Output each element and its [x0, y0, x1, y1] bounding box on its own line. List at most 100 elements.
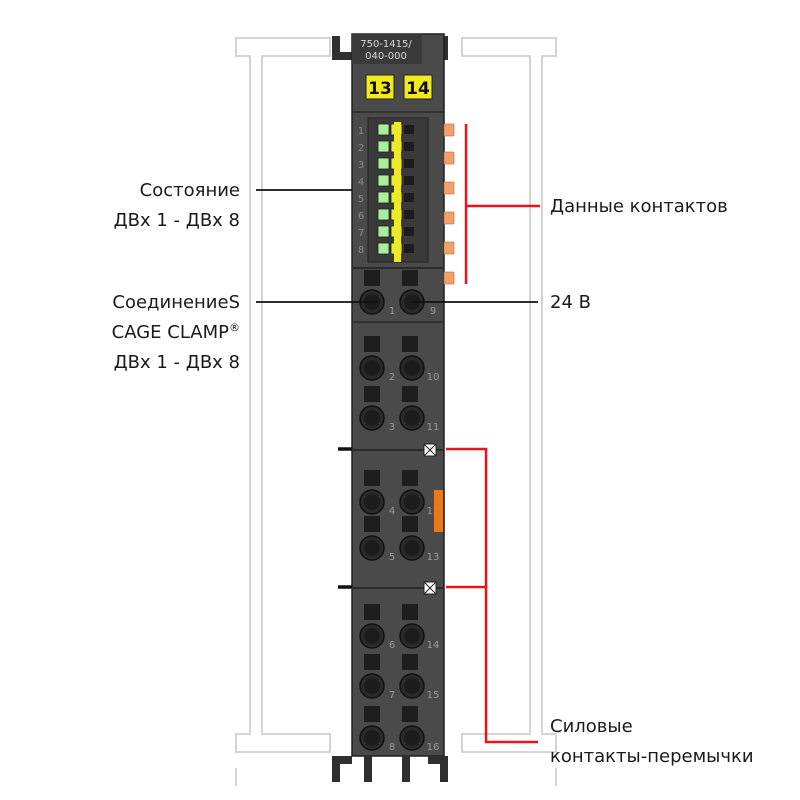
bottom-latch — [332, 756, 448, 782]
data-contact-pad — [443, 151, 455, 165]
part-number-line1: 750-1415/ — [360, 39, 412, 50]
terminal-number-left: 1 — [389, 306, 395, 317]
connection-label-line2: CAGE CLAMP® — [112, 321, 240, 343]
led-green — [377, 191, 390, 204]
clamp-right-hole — [404, 730, 420, 746]
led-slot — [404, 193, 414, 202]
release-slot — [402, 336, 418, 352]
led-slot — [404, 176, 414, 185]
release-slot — [364, 604, 380, 620]
led-slot — [404, 125, 414, 134]
release-slot — [364, 654, 380, 670]
voltage-label: 24 В — [550, 292, 591, 313]
release-slot — [402, 654, 418, 670]
led-slot — [404, 142, 414, 151]
led-slot — [404, 227, 414, 236]
terminal-number-right: 15 — [427, 690, 440, 701]
led-number: 1 — [358, 126, 364, 137]
led-number: 5 — [358, 194, 364, 205]
clamp-left-hole — [364, 628, 380, 644]
status-led-array: 1 2 3 4 5 6 7 8 — [358, 122, 414, 262]
terminal-number-right: 9 — [430, 306, 436, 317]
clamp-left-hole — [364, 730, 380, 746]
release-slot — [402, 270, 418, 286]
jumper-pins-left — [338, 447, 352, 589]
terminal-number-left: 3 — [389, 422, 395, 433]
clamp-right-hole — [404, 410, 420, 426]
marker-tag-right — [403, 74, 433, 100]
data-contact-pad — [443, 123, 455, 137]
led-slot — [404, 244, 414, 253]
terminal-number-left: 6 — [389, 640, 395, 651]
labels: Состояние ДВх 1 - ДВх 8 СоединениеS CAGE… — [112, 180, 754, 767]
terminal-number-right: 11 — [427, 422, 440, 433]
clamp-right-hole — [404, 494, 420, 510]
status-label-line2: ДВх 1 - ДВх 8 — [114, 210, 240, 231]
power-contacts-label-line1: Силовые — [550, 716, 633, 737]
release-slot — [402, 604, 418, 620]
led-number: 8 — [358, 245, 364, 256]
din-rail — [235, 37, 557, 786]
terminal-number-right: 12 — [427, 506, 440, 517]
callout-lines — [256, 124, 540, 744]
data-contacts — [443, 123, 455, 285]
data-contact-pad — [443, 271, 455, 285]
led-number: 3 — [358, 160, 364, 171]
terminal-number-left: 7 — [389, 690, 395, 701]
led-green — [377, 123, 390, 136]
marker-tag-left-label: 13 — [368, 79, 392, 99]
terminal-number-right: 13 — [427, 552, 440, 563]
data-contact-pad — [443, 181, 455, 195]
cage-clamp-text: CAGE CLAMP — [112, 322, 229, 343]
status-label-line1: Состояние — [140, 180, 240, 201]
led-number: 4 — [358, 177, 364, 188]
marker-tag-right-label: 14 — [406, 79, 430, 99]
power-contacts-callout-line — [446, 447, 538, 744]
power-jumper-contact — [434, 490, 443, 532]
release-slot — [364, 336, 380, 352]
clamp-right-hole — [404, 540, 420, 556]
led-number: 2 — [358, 143, 364, 154]
data-contacts-label: Данные контактов — [550, 196, 728, 217]
terminal-number-left: 2 — [389, 372, 395, 383]
marker-tag-left — [365, 74, 395, 100]
terminal-number-right: 10 — [427, 372, 440, 383]
clamp-left-hole — [364, 540, 380, 556]
part-number-line2: 040-000 — [365, 51, 407, 62]
led-green — [377, 174, 390, 187]
clamp-right-hole — [404, 678, 420, 694]
terminal-number-left: 8 — [389, 742, 395, 753]
data-contact-pad — [443, 241, 455, 255]
led-green — [377, 208, 390, 221]
led-light-bar — [394, 122, 401, 262]
led-green — [377, 242, 390, 255]
power-contacts-label-line2: контакты-перемычки — [550, 746, 754, 767]
release-slot — [402, 470, 418, 486]
led-number: 7 — [358, 228, 364, 239]
clamp-right-hole — [404, 628, 420, 644]
release-slot — [364, 706, 380, 722]
power-jumper-slots — [423, 443, 437, 595]
registered-mark: ® — [229, 321, 240, 334]
release-slot — [364, 386, 380, 402]
clamp-right-hole — [404, 360, 420, 376]
led-number: 6 — [358, 211, 364, 222]
led-slot — [404, 210, 414, 219]
led-green — [377, 157, 390, 170]
clamp-left-hole — [364, 494, 380, 510]
release-slot — [402, 516, 418, 532]
connection-label-line1: СоединениеS — [112, 292, 240, 313]
led-green — [377, 140, 390, 153]
release-slot — [402, 706, 418, 722]
led-green — [377, 225, 390, 238]
clamp-left-hole — [364, 410, 380, 426]
release-slot — [364, 516, 380, 532]
terminal-number-right: 16 — [427, 742, 440, 753]
terminal-number-left: 5 — [389, 552, 395, 563]
data-contact-pad — [443, 211, 455, 225]
release-slot — [402, 386, 418, 402]
release-slot — [364, 270, 380, 286]
